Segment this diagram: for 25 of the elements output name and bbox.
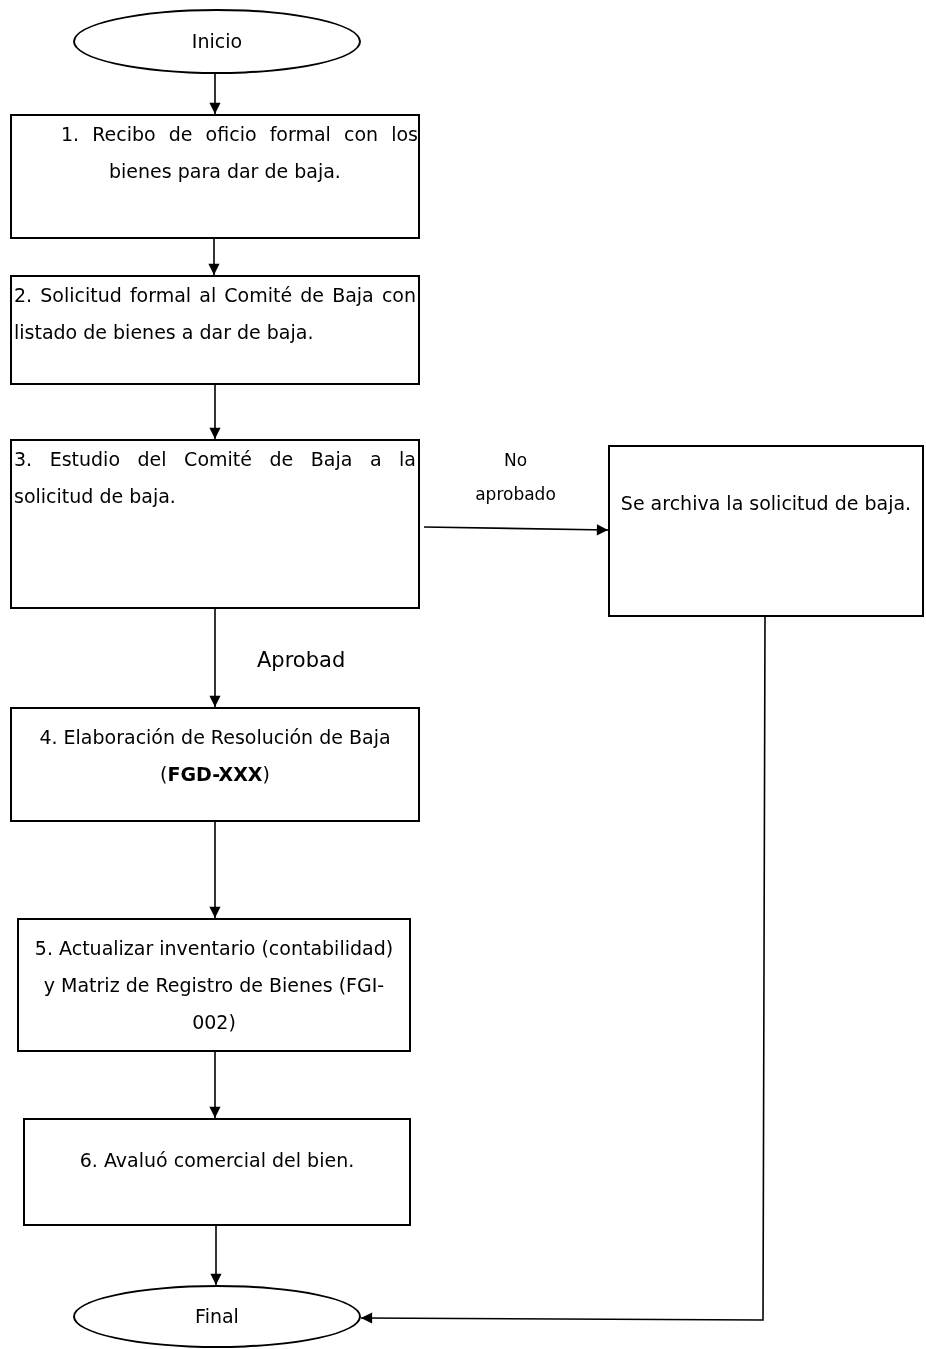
step-text: 1. Recibo de oficio formal con los bienes para dar de baja. (60, 122, 418, 184)
process-box (608, 445, 924, 617)
step-text: 5. Actualizar inventario (contabilidad) y Matriz de Registro de Bienes (FGI-002) (33, 936, 395, 1035)
arrow (210, 1225, 222, 1286)
process-box (10, 439, 420, 609)
step-text: Final (195, 1304, 239, 1329)
step-text: 2. Solicitud formal al Comité de Baja con listado de bienes a dar de baja. (13, 283, 417, 345)
step-text: 4. Elaboración de Resolución de Baja (FGD-XXX) (38, 725, 392, 787)
arrow (360, 616, 766, 1324)
arrow (208, 238, 220, 276)
arrow (209, 821, 221, 919)
process-box (23, 1118, 411, 1226)
step-text: 3. Estudio del Comité de Baja a la solicitud de baja. (13, 447, 417, 509)
process-box (10, 707, 420, 822)
step-text: Se archiva la solicitud de baja. (619, 491, 913, 516)
process-box (10, 114, 420, 239)
arrow (209, 1051, 221, 1119)
arrow (209, 608, 221, 708)
step-text: Inicio (191, 29, 243, 54)
arrow (209, 384, 221, 440)
arrow (209, 73, 221, 115)
process-box (10, 275, 420, 385)
process-box (17, 918, 411, 1052)
arrow (423, 524, 609, 536)
step-text: 6. Avaluó comercial del bien. (78, 1148, 356, 1173)
